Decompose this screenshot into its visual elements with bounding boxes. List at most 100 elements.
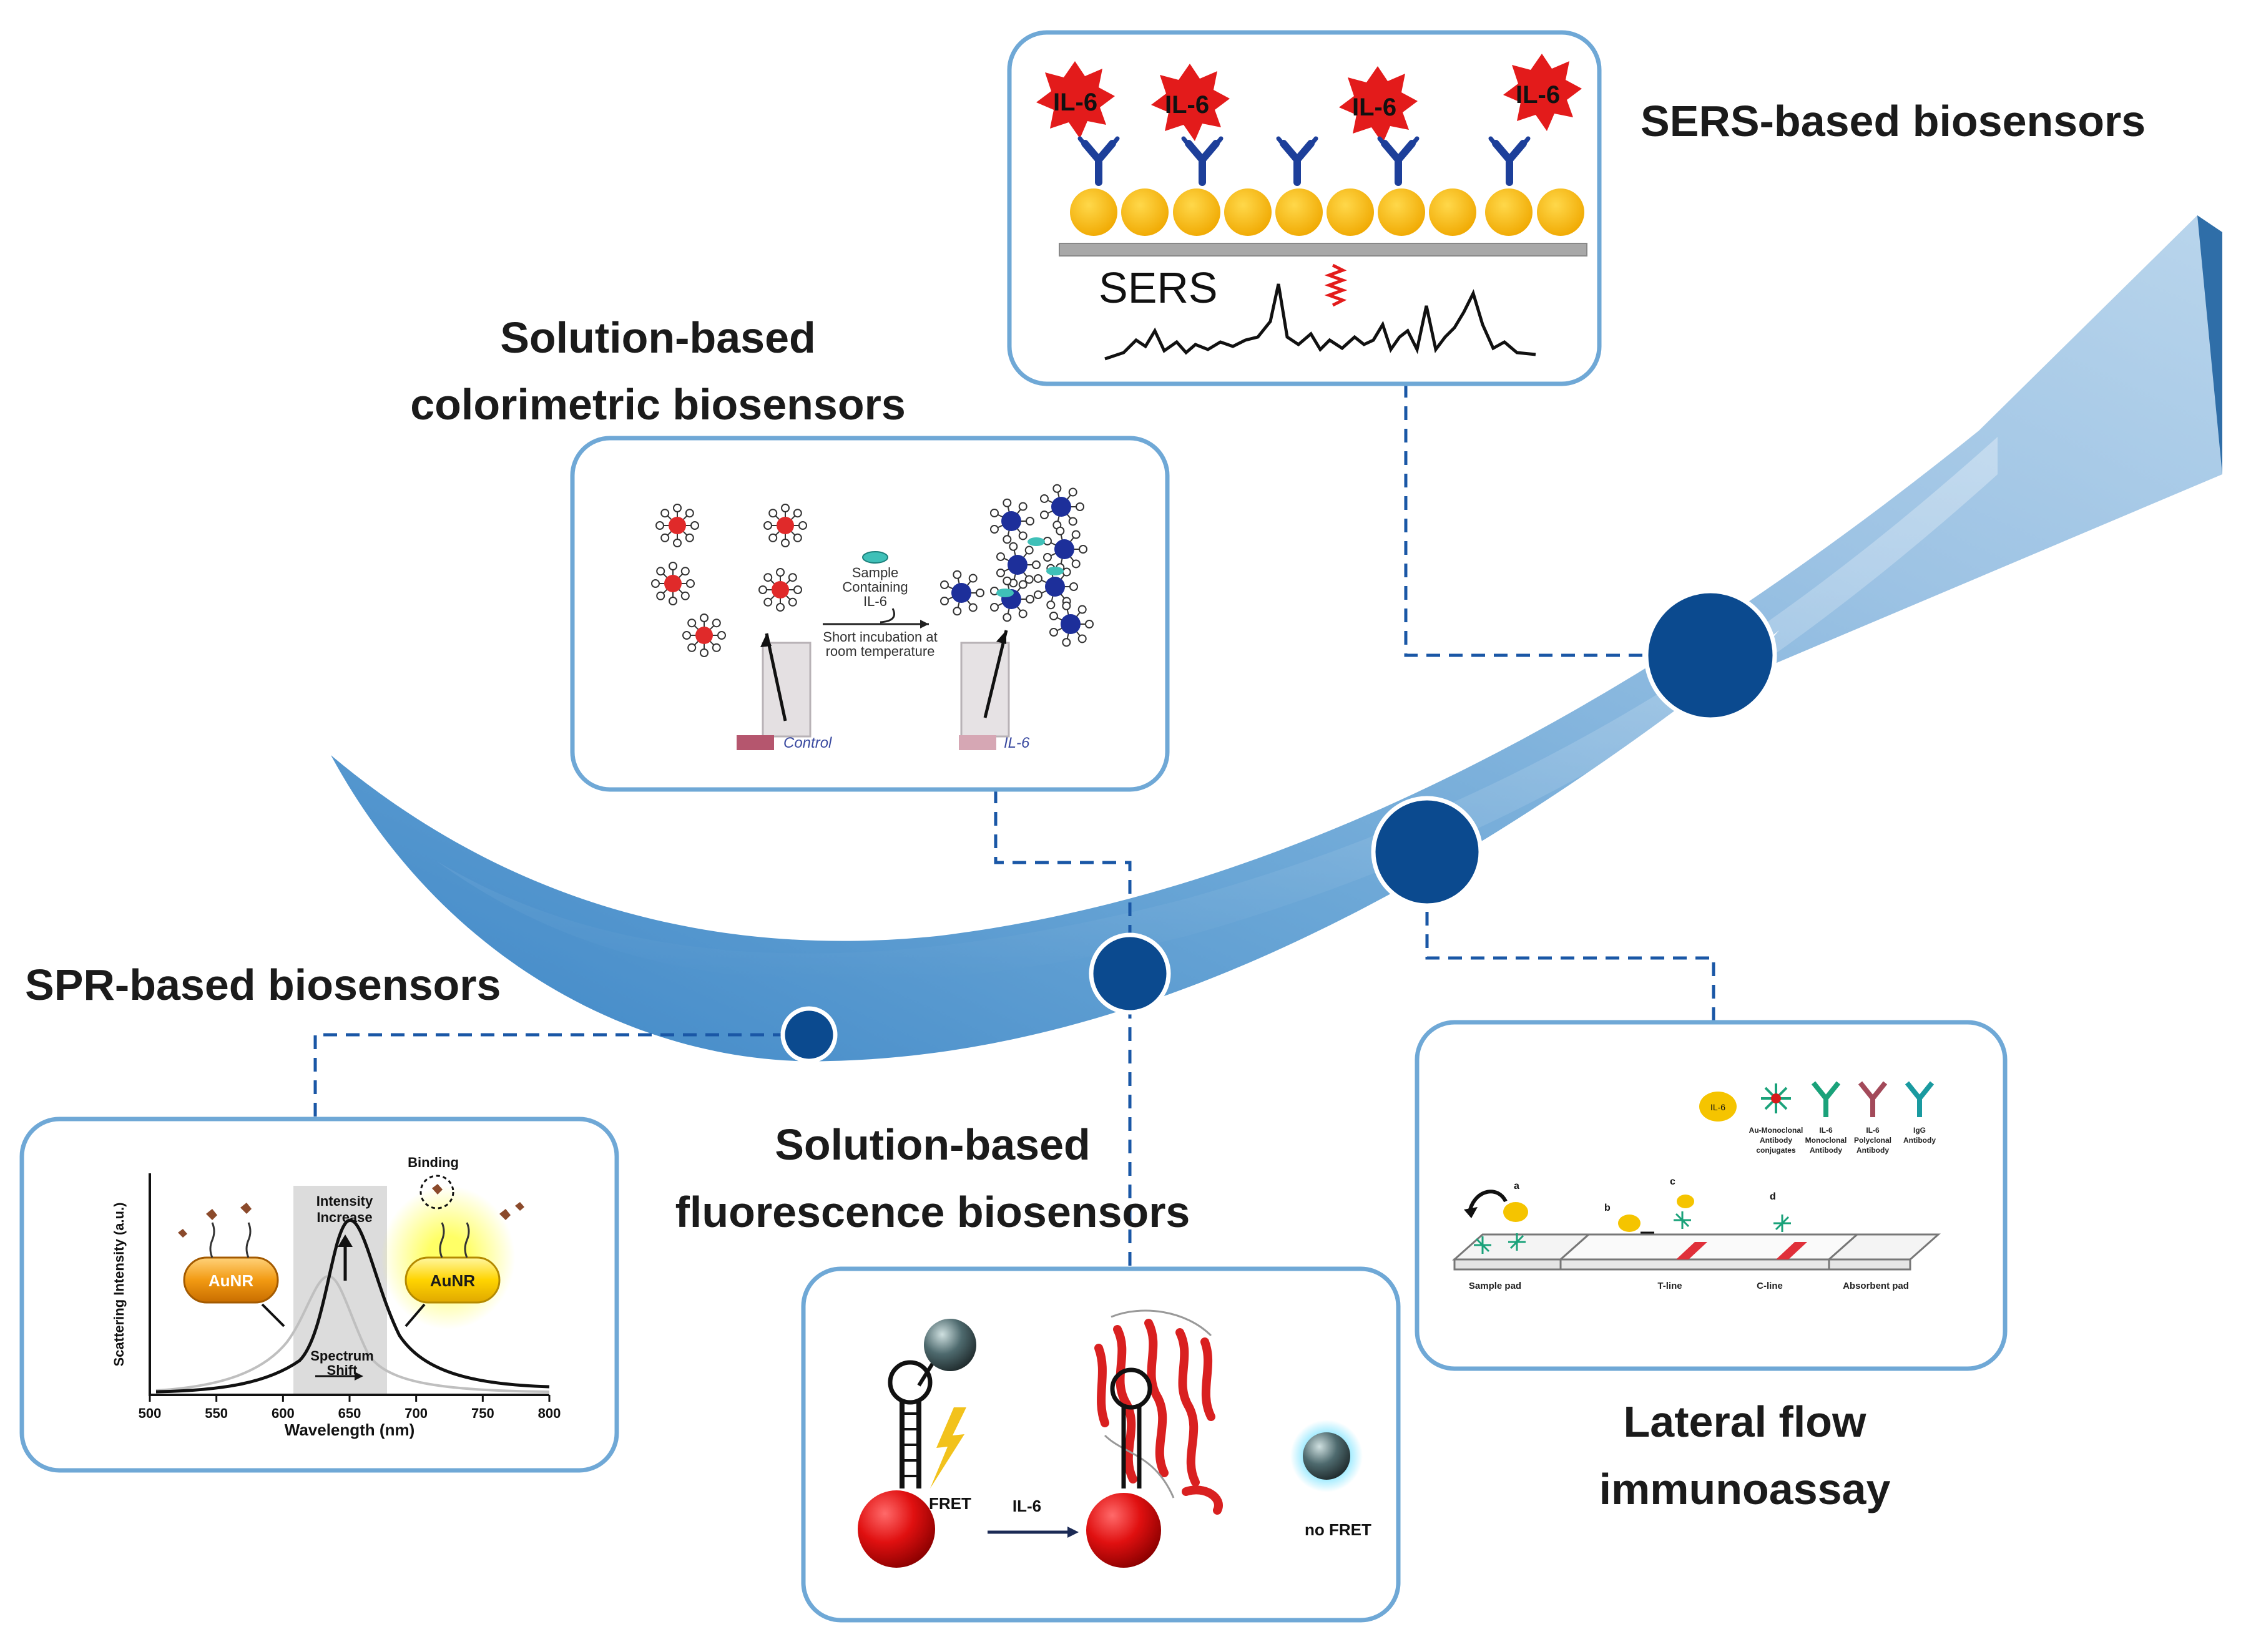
sers-il6-label: IL-6 xyxy=(1516,81,1560,109)
strip-label: Sample pad xyxy=(1469,1281,1521,1291)
dispersed-nanoparticles xyxy=(651,504,807,657)
control-swatch xyxy=(737,735,774,750)
strip-label: Absorbent pad xyxy=(1843,1281,1909,1291)
legend-label: Polyclonal xyxy=(1854,1136,1891,1145)
aunr-before-icon xyxy=(183,1256,279,1304)
sers-il6-label: IL-6 xyxy=(1352,94,1396,121)
legend-label: conjugates xyxy=(1756,1146,1796,1155)
connector-spr xyxy=(313,1033,809,1117)
legend-label: IL-6 xyxy=(1819,1126,1833,1135)
control-pointer xyxy=(765,633,787,721)
spr-x-tick-label: 800 xyxy=(538,1405,561,1421)
curved-arrow-icon xyxy=(880,608,895,623)
legend-text: Au-MonoclonalAntibodyconjugatesIL-6Monoc… xyxy=(1749,1126,1936,1155)
lateral-heading-line2: immunoassay xyxy=(1599,1465,1891,1513)
colorimetric-heading-line1: Solution-based xyxy=(500,313,816,362)
shift-label-line2: Shift xyxy=(327,1362,358,1378)
spr-ylabel: Scattering Intensity (a.u.) xyxy=(111,1203,127,1367)
legend-mono-icon xyxy=(1811,1081,1841,1117)
legend-label: IL-6 xyxy=(1866,1126,1880,1135)
quencher-ball-icon xyxy=(1303,1432,1350,1480)
connector-colorimetric xyxy=(994,789,1132,974)
node-fluorescence[interactable] xyxy=(1089,932,1171,1015)
gold-nanoparticle-row xyxy=(1070,188,1584,236)
step-label: a xyxy=(1514,1181,1519,1191)
fluorescence-panel: FRET IL-6 no FRET xyxy=(801,1266,1401,1623)
analyte-molecules xyxy=(178,1202,524,1238)
spr-x-tick-label: 500 xyxy=(139,1405,162,1421)
sers-spectrum-trace xyxy=(1104,283,1536,361)
aggregated-nanoparticles xyxy=(939,484,1094,647)
strip-label: T-line xyxy=(1657,1281,1682,1291)
step-label: c xyxy=(1670,1176,1675,1187)
sers-spectrum-label: SERS xyxy=(1099,263,1218,312)
binding-bubble-icon xyxy=(419,1175,454,1210)
lateral-heading-line1: Lateral flow xyxy=(1624,1397,1867,1446)
t-line-marker xyxy=(1676,1242,1707,1259)
dashed-connectors xyxy=(313,384,1715,1267)
spr-x-tick-label: 650 xyxy=(338,1405,361,1421)
fluorescence-il6-label: IL-6 xyxy=(1013,1497,1041,1515)
colorimetric-panel: Sample Containing IL-6 Short incubation … xyxy=(570,436,1170,792)
conjugate-particles xyxy=(1474,1211,1791,1254)
step-label: b xyxy=(1604,1203,1611,1213)
strip-label: C-line xyxy=(1757,1281,1783,1291)
incubation-label-line2: room temperature xyxy=(826,643,935,659)
aunr-after-icon xyxy=(405,1256,501,1304)
intensity-label-line2: Increase xyxy=(316,1210,372,1225)
sample-label-line3: IL-6 xyxy=(863,594,887,609)
node-spr[interactable] xyxy=(780,1006,838,1063)
legend-label: Antibody xyxy=(1903,1136,1936,1145)
legend-il6-icon xyxy=(1699,1092,1737,1122)
sers-panel: IL-6 IL-6 IL-6 IL-6 SERS xyxy=(1007,30,1602,386)
fluorescence-heading-line1: Solution-based xyxy=(775,1120,1091,1169)
reaction-arrowhead xyxy=(920,620,929,628)
il6-tube-label: IL-6 xyxy=(1004,735,1030,751)
node-lateral[interactable] xyxy=(1371,796,1483,908)
fluorescence-heading-line2: fluorescence biosensors xyxy=(675,1188,1190,1236)
timeline-nodes xyxy=(780,589,1777,1063)
spr-curve-after xyxy=(155,1218,550,1394)
lateral-flow-panel: IL-6 Au-MonoclonalAntibodyconjugatesIL-6… xyxy=(1415,1020,2008,1371)
legend-poly-icon xyxy=(1858,1081,1888,1117)
sers-substrate xyxy=(1059,243,1587,257)
legend-label: IgG xyxy=(1913,1126,1926,1135)
legend-il6-label: IL-6 xyxy=(1710,1102,1725,1112)
colorimetric-heading-line2: colorimetric biosensors xyxy=(410,380,906,429)
aunr-label-before: AuNR xyxy=(208,1271,253,1290)
sers-heading: SERS-based biosensors xyxy=(1641,97,2146,145)
spr-x-tick-label: 600 xyxy=(272,1405,295,1421)
curved-drop-arrow-icon xyxy=(1468,1190,1508,1211)
sers-il6-label: IL-6 xyxy=(1053,89,1097,116)
node-sers[interactable] xyxy=(1644,589,1777,722)
connector-lateral xyxy=(1425,889,1715,1020)
legend-conjugate-icon xyxy=(1761,1083,1791,1113)
il6-molecule-icon xyxy=(862,551,888,564)
connector-sers xyxy=(1404,384,1648,657)
c-line-marker xyxy=(1776,1242,1807,1259)
legend-igg-icon xyxy=(1905,1081,1935,1117)
il6-pointer xyxy=(983,630,1008,718)
nofret-label: no FRET xyxy=(1305,1520,1371,1539)
intensity-label-line1: Intensity xyxy=(316,1193,373,1209)
lateral-panel-frame xyxy=(1415,1020,2008,1371)
spr-x-tick-label: 750 xyxy=(471,1405,494,1421)
fret-label: FRET xyxy=(929,1494,971,1513)
spr-heading: SPR-based biosensors xyxy=(25,960,501,1009)
sample-label-line1: Sample xyxy=(852,565,899,580)
aptamer-beacon-icon xyxy=(858,1319,976,1568)
spr-xlabel: Wavelength (nm) xyxy=(285,1420,414,1439)
control-label: Control xyxy=(783,735,832,751)
legend-label: Antibody xyxy=(1760,1136,1792,1145)
sers-il6-label: IL-6 xyxy=(1165,91,1209,119)
il6-cuvette xyxy=(960,642,1010,738)
spr-x-tick-label: 550 xyxy=(205,1405,228,1421)
sample-label-line2: Containing xyxy=(842,579,908,595)
raman-wave-icon xyxy=(1324,263,1348,307)
membrane-strip xyxy=(1558,1233,1860,1261)
